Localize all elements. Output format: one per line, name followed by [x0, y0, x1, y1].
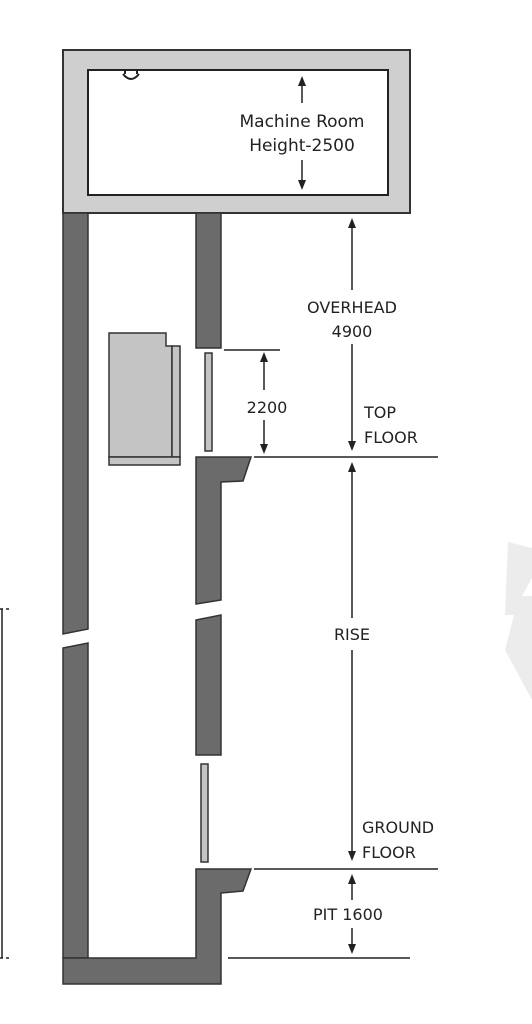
hook-icon	[122, 70, 140, 80]
door-height-arrow	[260, 352, 268, 454]
pit-label: PIT 1600	[313, 905, 383, 924]
front-wall	[195, 212, 253, 863]
door-height-label: 2200	[247, 398, 288, 417]
elevator-car	[108, 332, 181, 466]
rise-label: RISE	[334, 625, 370, 644]
overhead-arrow	[348, 218, 356, 451]
top-floor-label: TOP	[363, 403, 396, 422]
floor-lines	[224, 349, 438, 959]
machine-room-label: Machine Room	[240, 112, 365, 132]
overhead-label: OVERHEAD	[307, 298, 397, 317]
machine-room-height-arrow	[298, 76, 306, 190]
machine-room-height-label: Height-2500	[249, 136, 355, 156]
top-floor-label-2: FLOOR	[364, 428, 418, 447]
machine-room	[62, 49, 411, 214]
pit-arrow	[348, 874, 356, 954]
rise-arrow	[348, 462, 356, 861]
left-dimension-line	[0, 608, 12, 959]
ground-floor-label: GROUND	[362, 818, 434, 837]
lightning-bolt-icon	[505, 542, 532, 700]
pit-floor	[62, 868, 253, 985]
left-shaft-wall	[62, 212, 89, 959]
ground-floor-label-2: FLOOR	[362, 843, 416, 862]
overhead-value: 4900	[332, 322, 373, 341]
